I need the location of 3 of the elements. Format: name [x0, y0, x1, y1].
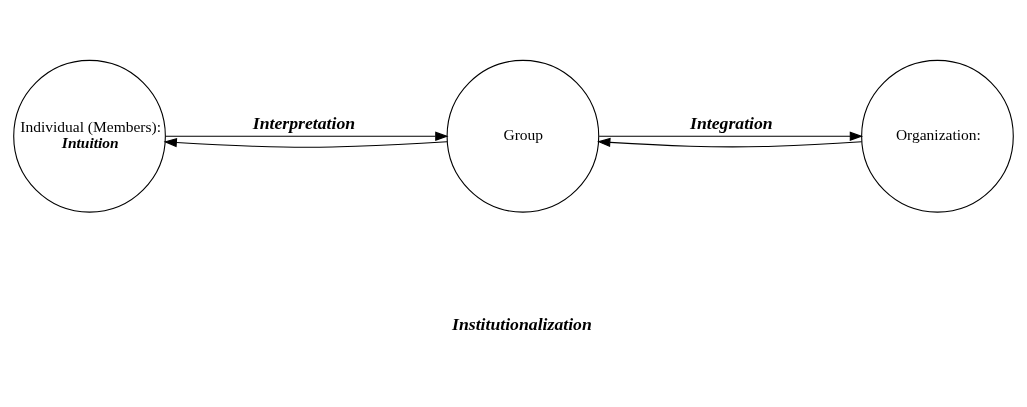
label: Institutionalization — [452, 313, 592, 334]
edge-label: Interpretation — [252, 113, 356, 134]
edge-label: Integration — [690, 113, 773, 134]
